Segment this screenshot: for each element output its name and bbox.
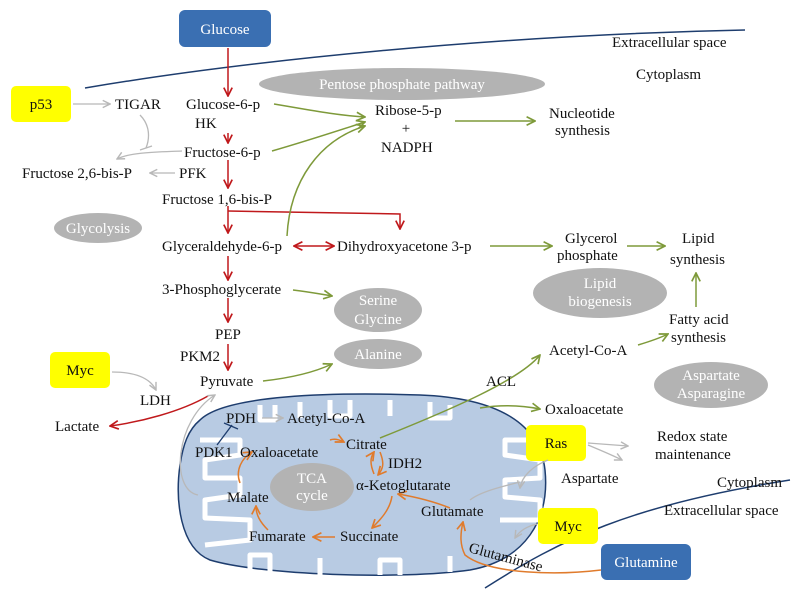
pdk1-inhibition-bar (223, 422, 239, 430)
aspartate-label: Aspartate (561, 471, 619, 487)
glycerol-phosphate-label: phosphate (557, 248, 618, 264)
myc-left-label: Myc (66, 363, 94, 379)
fructose-16-bisp-label: Fructose 1,6-bis-P (162, 192, 272, 208)
pdk1-label: PDK1 (195, 445, 233, 461)
aspartate-asparagine-ellipse (654, 362, 768, 408)
ras-label: Ras (545, 436, 568, 452)
glycine-label: Glycine (354, 312, 402, 328)
lipid-synthesis-line2: synthesis (670, 252, 725, 268)
pyruvate-label: Pyruvate (200, 374, 254, 390)
nadph-label: NADPH (381, 140, 433, 156)
glycolysis-arrows (110, 48, 400, 426)
pdh-label: PDH (226, 411, 256, 427)
acetyl-coa-cyto-label: Acetyl-Co-A (549, 343, 627, 359)
glyceraldehyde-label: Glyceraldehyde-6-p (162, 239, 282, 255)
3-phosphoglycerate-label: 3-Phosphoglycerate (162, 282, 281, 298)
serine-label: Serine (359, 293, 398, 309)
regulation-lines (73, 104, 628, 538)
pdk1-inhibition (216, 424, 233, 446)
plus-label: + (402, 121, 410, 137)
ppp-ellipse (259, 68, 545, 100)
dihydroxyacetone-label: Dihydroxyacetone 3-p (337, 239, 472, 255)
akg-label: α-Ketoglutarate (356, 478, 451, 494)
aspartate-ellipse-line1: Aspartate (682, 368, 740, 384)
plasma-membrane-bottom (484, 479, 791, 589)
nucleotide-synthesis-label: synthesis (555, 123, 610, 139)
mitochondrion-cristae (200, 400, 545, 575)
glucose-box (179, 10, 271, 47)
extracellular-label-bottom: Extracellular space (664, 503, 779, 519)
glucose-6-p-label: Glucose-6-p (186, 97, 260, 113)
tigar-label: TIGAR (115, 97, 161, 113)
pep-label: PEP (215, 327, 241, 343)
succinate-label: Succinate (340, 529, 399, 545)
fatty-acid-synthesis-label: synthesis (671, 330, 726, 346)
anabolic-arrows (262, 103, 696, 439)
asparagine-ellipse-line2: Asparagine (677, 386, 746, 402)
alanine-ellipse (334, 339, 422, 369)
glucose-label: Glucose (200, 22, 249, 38)
fructose-6-p-label: Fructose-6-p (184, 145, 261, 161)
mitochondrion (177, 393, 547, 576)
cytoplasm-label-top: Cytoplasm (636, 67, 701, 83)
tca-cycle-ellipse (270, 463, 354, 511)
nucleotide-label: Nucleotide (549, 106, 615, 122)
tca-arrows (237, 439, 602, 574)
redox-label: Redox state (657, 429, 728, 445)
lipid-biogenesis-ellipse (533, 268, 667, 318)
oxaloacetate-cyto-label: Oxaloacetate (545, 402, 624, 418)
citrate-label: Citrate (346, 437, 387, 453)
glutamine-box (601, 544, 691, 580)
lactate-label: Lactate (55, 419, 99, 435)
cytoplasm-label-bottom: Cytoplasm (717, 475, 782, 491)
p53-box (11, 86, 71, 122)
pfk-label: PFK (179, 166, 207, 182)
hk-label: HK (195, 116, 217, 132)
ppp-label: Pentose phosphate pathway (319, 77, 485, 93)
ribose-5-p-label: Ribose-5-p (375, 103, 442, 119)
tca-label-line1: TCA (297, 471, 327, 487)
fumarate-label: Fumarate (249, 529, 306, 545)
myc-left-box (50, 352, 110, 388)
glutamate-label: Glutamate (421, 504, 484, 520)
extracellular-label-top: Extracellular space (612, 35, 727, 51)
p53-label: p53 (30, 97, 53, 113)
pkm2-label: PKM2 (180, 349, 220, 365)
ras-box (526, 425, 586, 461)
alanine-label: Alanine (354, 347, 402, 363)
glycolysis-label: Glycolysis (66, 221, 130, 237)
idh2-label: IDH2 (388, 456, 422, 472)
plasma-membrane-top (84, 29, 746, 89)
glutamine-label: Glutamine (614, 555, 678, 571)
lipid-biogenesis-line1: Lipid (584, 276, 617, 292)
myc-right-label: Myc (554, 519, 582, 535)
acetyl-coa-mito-label: Acetyl-Co-A (287, 411, 365, 427)
acl-label: ACL (486, 374, 516, 390)
fatty-acid-label: Fatty acid (669, 312, 729, 328)
glycolysis-ellipse (54, 213, 142, 243)
oxaloacetate-mito-label: Oxaloacetate (240, 445, 319, 461)
lipid-synthesis-line1: Lipid (682, 231, 715, 247)
ldh-label: LDH (140, 393, 171, 409)
lipid-biogenesis-line2: biogenesis (568, 294, 631, 310)
myc-right-box (538, 508, 598, 544)
malate-label: Malate (227, 490, 269, 506)
tca-label-line2: cycle (296, 488, 328, 504)
glycerol-label: Glycerol (565, 231, 617, 247)
serine-glycine-ellipse (334, 288, 422, 332)
fructose-26-bisp-label: Fructose 2,6-bis-P (22, 166, 132, 182)
redox-maintenance-label: maintenance (655, 447, 731, 463)
